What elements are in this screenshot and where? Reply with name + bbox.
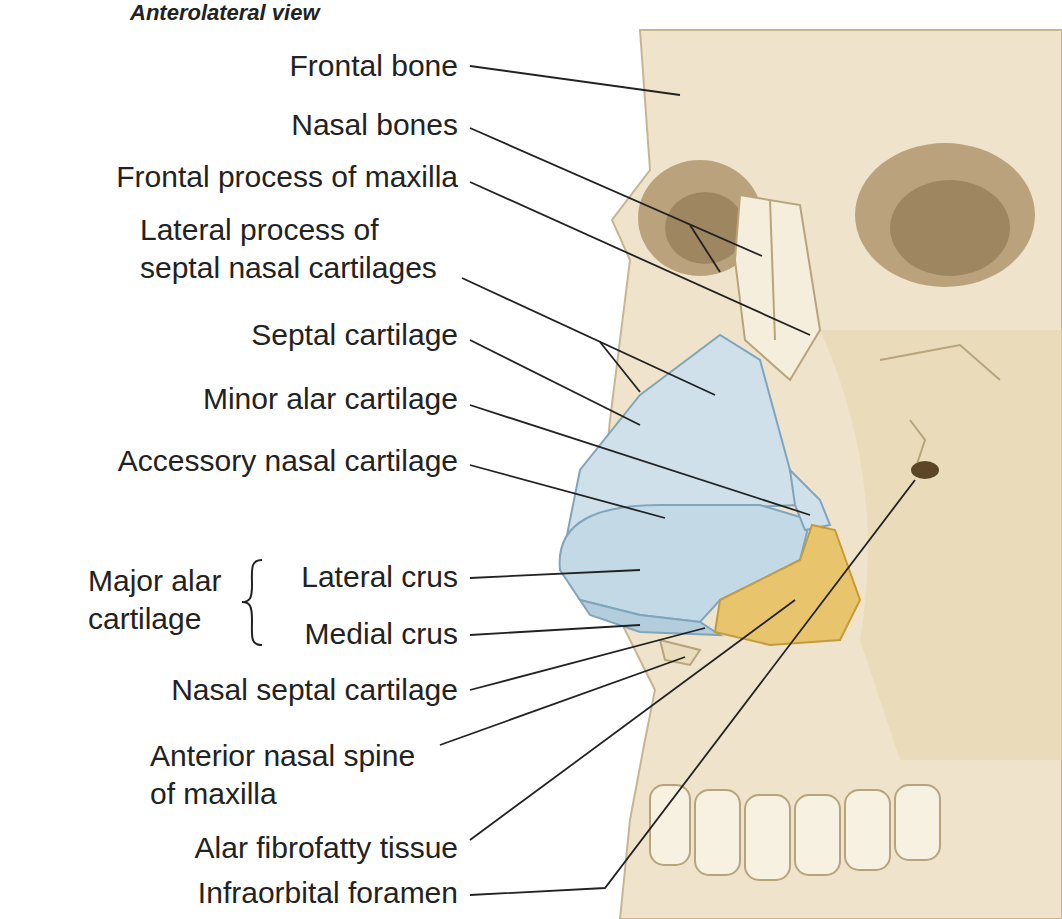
infraorbital-foramen <box>911 461 939 479</box>
part-label: Nasal bones <box>291 106 458 144</box>
leader-line <box>462 278 715 395</box>
leader-line <box>470 340 640 425</box>
tooth <box>650 785 690 865</box>
leader-line <box>690 225 720 272</box>
tooth <box>895 785 940 860</box>
part-label: Frontal process of maxilla <box>116 158 458 196</box>
leader-line <box>470 405 810 515</box>
tooth <box>695 790 740 875</box>
part-label: Lateral process of septal nasal cartilag… <box>140 211 452 287</box>
label-box: Nasal bones <box>291 106 458 144</box>
title: Anterolateral view <box>130 0 320 26</box>
part-label: Accessory nasal cartilage <box>118 442 458 480</box>
label-box: Lateral crus <box>301 558 458 596</box>
maxilla-shade <box>820 330 1062 760</box>
left-orbit-depth <box>665 192 745 264</box>
label-box: Lateral process of septal nasal cartilag… <box>140 211 452 287</box>
leader-line <box>440 657 685 745</box>
label-box: Frontal bone <box>290 47 458 85</box>
part-label: Minor alar cartilage <box>203 380 458 418</box>
tooth <box>745 795 790 880</box>
label-box: Medial crus <box>305 615 458 653</box>
brace <box>242 560 262 645</box>
leader-lines <box>440 66 915 895</box>
right-orbit-depth <box>890 180 1010 276</box>
label-box: Major alar cartilage <box>88 562 238 638</box>
leader-line <box>470 480 915 895</box>
leader-line <box>470 128 762 256</box>
part-label: Anterior nasal spine of maxilla <box>150 737 430 813</box>
leader-line <box>470 182 810 335</box>
part-label: Lateral crus <box>301 558 458 596</box>
part-label: Infraorbital foramen <box>198 874 458 912</box>
label-box: Frontal process of maxilla <box>116 158 458 196</box>
title-box: Anterolateral view <box>130 0 320 26</box>
part-label: Frontal bone <box>290 47 458 85</box>
label-box: Septal cartilage <box>251 316 458 354</box>
label-box: Accessory nasal cartilage <box>118 442 458 480</box>
leader-line <box>600 342 640 392</box>
label-box: Nasal septal cartilage <box>171 671 458 709</box>
minor-alar-cartilage <box>790 470 830 530</box>
skull <box>560 30 1062 919</box>
anterior-nasal-spine <box>660 640 700 665</box>
leader-line <box>470 625 640 635</box>
part-label: Nasal septal cartilage <box>171 671 458 709</box>
leader-line <box>470 570 640 578</box>
label-box: Infraorbital foramen <box>198 874 458 912</box>
leader-line <box>470 465 665 518</box>
label-box: Alar fibrofatty tissue <box>195 829 458 867</box>
tooth <box>795 795 840 875</box>
leader-line <box>470 600 795 840</box>
label-box: Minor alar cartilage <box>203 380 458 418</box>
part-label: Alar fibrofatty tissue <box>195 829 458 867</box>
right-orbit <box>855 143 1035 287</box>
label-box: Anterior nasal spine of maxilla <box>150 737 430 813</box>
suture <box>880 345 1000 380</box>
part-label: Major alar cartilage <box>88 562 238 638</box>
teeth <box>650 785 940 880</box>
part-label: Septal cartilage <box>251 316 458 354</box>
part-label: Medial crus <box>305 615 458 653</box>
leader-line <box>470 66 680 95</box>
alar-fibrofatty-tissue <box>715 525 860 645</box>
tooth <box>845 790 890 870</box>
leader-line <box>470 628 705 690</box>
